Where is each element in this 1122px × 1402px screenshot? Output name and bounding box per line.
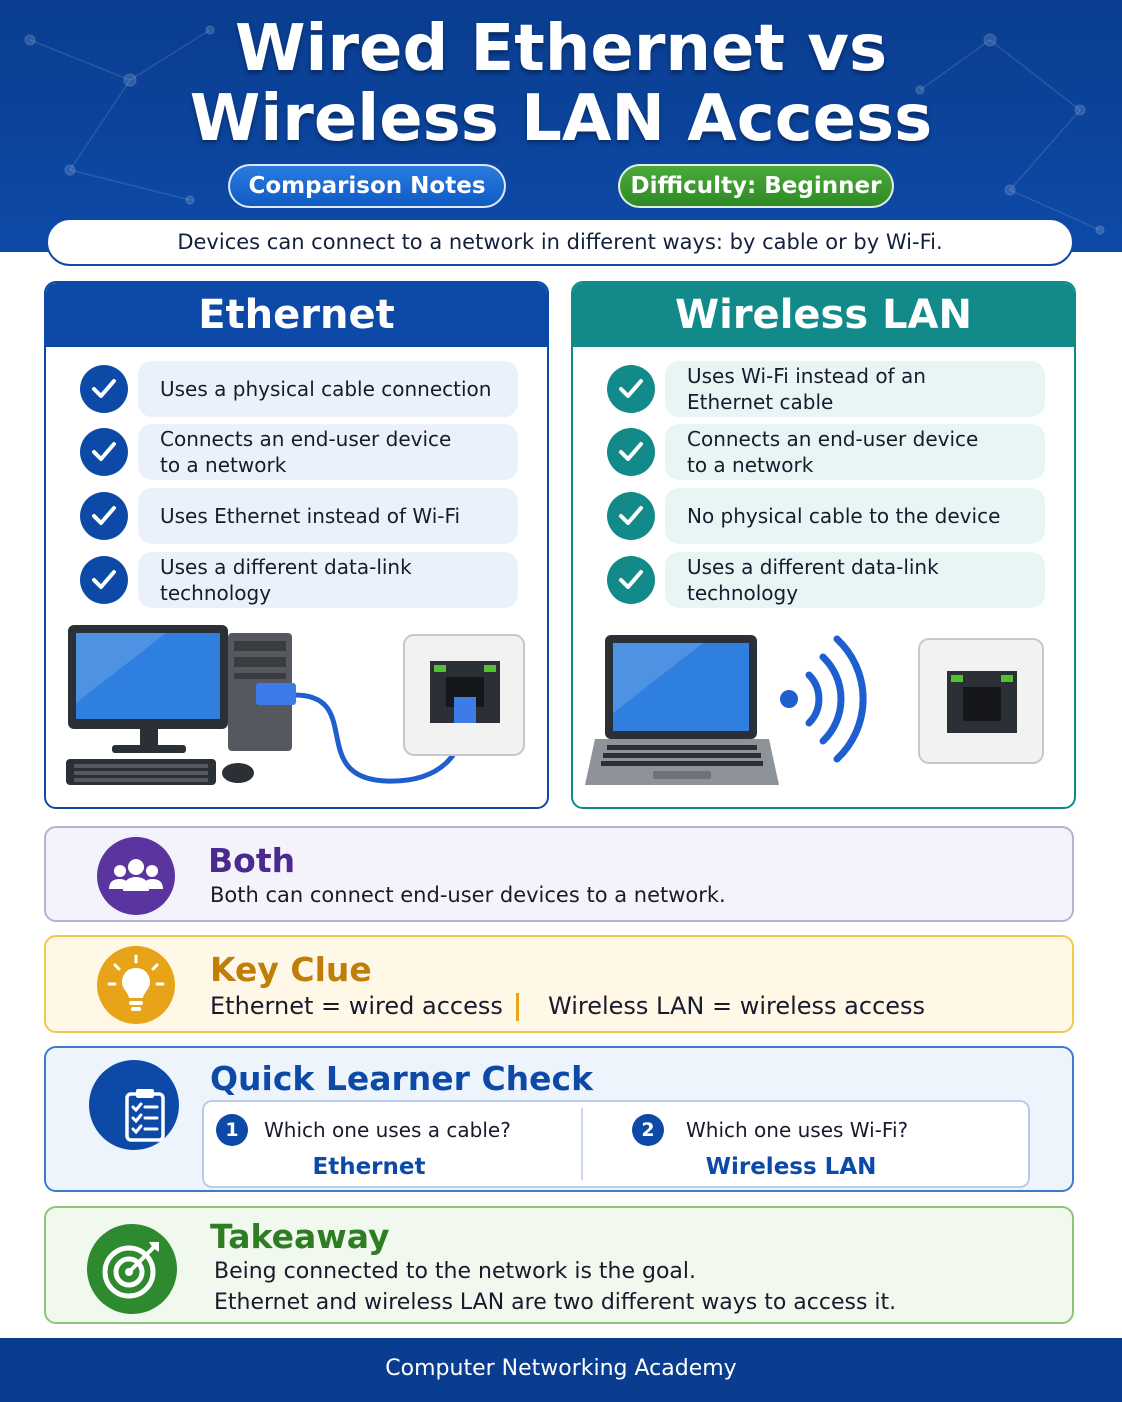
question-number: 1 xyxy=(216,1114,248,1146)
ethernet-port-icon xyxy=(918,638,1044,764)
wifi-icon xyxy=(780,635,867,763)
key-clue-title: Key Clue xyxy=(210,950,372,989)
people-icon xyxy=(97,837,175,915)
title-line-2: Wireless LAN Access xyxy=(189,82,933,156)
item-line: to a network xyxy=(687,453,814,477)
wireless-illustration xyxy=(585,635,1044,785)
key-clue-left: Ethernet = wired access xyxy=(210,992,503,1020)
question-text: Which one uses Wi-Fi? xyxy=(686,1118,909,1142)
wireless-item: No physical cable to the device xyxy=(573,488,1074,544)
check-icon xyxy=(607,556,655,604)
ethernet-port-icon xyxy=(403,634,525,756)
check-icon xyxy=(80,365,128,413)
answer-text: Ethernet xyxy=(312,1154,426,1180)
wireless-panel-title: Wireless LAN xyxy=(573,283,1074,347)
desktop-computer-icon xyxy=(66,625,292,785)
ethernet-panel-title: Ethernet xyxy=(46,283,547,347)
divider xyxy=(516,993,519,1021)
item-line: technology xyxy=(160,581,272,605)
page-title: Wired Ethernet vs Wireless LAN Access xyxy=(0,14,1122,154)
item-line: Ethernet cable xyxy=(687,390,834,414)
network-pattern-decoration xyxy=(24,25,1105,235)
quick-check-questions: 1 Which one uses a cable? Ethernet 2 Whi… xyxy=(202,1100,1030,1188)
check-icon xyxy=(80,428,128,476)
takeaway-line-2: Ethernet and wireless LAN are two differ… xyxy=(214,1290,897,1315)
key-clue-right: Wireless LAN = wireless access xyxy=(548,992,926,1020)
takeaway-title: Takeaway xyxy=(210,1217,390,1256)
item-line: Uses Wi-Fi instead of an xyxy=(687,364,926,388)
item-line: No physical cable to the device xyxy=(687,504,1001,528)
clipboard-icon xyxy=(89,1060,179,1150)
ethernet-item: Uses Ethernet instead of Wi-Fi xyxy=(46,488,547,544)
item-line: to a network xyxy=(160,453,287,477)
check-icon xyxy=(80,492,128,540)
title-line-1: Wired Ethernet vs xyxy=(234,12,888,86)
quick-check-title: Quick Learner Check xyxy=(210,1059,594,1098)
item-line: Uses a different data-link xyxy=(687,555,939,579)
both-section: Both Both can connect end-user devices t… xyxy=(44,826,1074,922)
divider xyxy=(581,1108,583,1180)
check-icon xyxy=(607,365,655,413)
ethernet-item-text: Uses a physical cable connection xyxy=(138,361,518,417)
takeaway-text: Being connected to the network is the go… xyxy=(214,1256,896,1318)
ethernet-item-text: Uses Ethernet instead of Wi-Fi xyxy=(138,488,518,544)
footer: Computer Networking Academy xyxy=(0,1338,1122,1402)
check-icon xyxy=(607,492,655,540)
question-number: 2 xyxy=(632,1114,664,1146)
ethernet-item: Uses a physical cable connection xyxy=(46,361,547,417)
comparison-notes-badge: Comparison Notes xyxy=(228,164,506,208)
question-text: Which one uses a cable? xyxy=(264,1118,511,1142)
both-text: Both can connect end-user devices to a n… xyxy=(210,883,726,907)
quick-learner-check-section: Quick Learner Check 1 Which one uses a c… xyxy=(44,1046,1074,1192)
target-icon xyxy=(87,1224,177,1314)
ethernet-panel: Ethernet Uses a physical cable connectio… xyxy=(44,281,549,809)
takeaway-line-1: Being connected to the network is the go… xyxy=(214,1259,697,1284)
intro-text: Devices can connect to a network in diff… xyxy=(46,218,1074,266)
item-line: Uses a different data-link xyxy=(160,555,412,579)
lightbulb-icon xyxy=(97,946,175,1024)
wireless-item-text: No physical cable to the device xyxy=(665,488,1045,544)
both-title: Both xyxy=(208,841,296,880)
item-line: Connects an end-user device xyxy=(687,427,979,451)
laptop-icon xyxy=(585,635,779,785)
item-line: Uses a physical cable connection xyxy=(160,377,492,401)
difficulty-badge: Difficulty: Beginner xyxy=(618,164,894,208)
item-line: technology xyxy=(687,581,799,605)
check-icon xyxy=(607,428,655,476)
item-line: Connects an end-user device xyxy=(160,427,452,451)
header-banner: Wired Ethernet vs Wireless LAN Access Co… xyxy=(0,0,1122,252)
answer-text: Wireless LAN xyxy=(705,1154,877,1180)
check-icon xyxy=(80,556,128,604)
item-line: Uses Ethernet instead of Wi-Fi xyxy=(160,504,461,528)
takeaway-section: Takeaway Being connected to the network … xyxy=(44,1206,1074,1324)
key-clue-section: Key Clue Ethernet = wired access Wireles… xyxy=(44,935,1074,1033)
ethernet-illustration xyxy=(66,625,525,785)
